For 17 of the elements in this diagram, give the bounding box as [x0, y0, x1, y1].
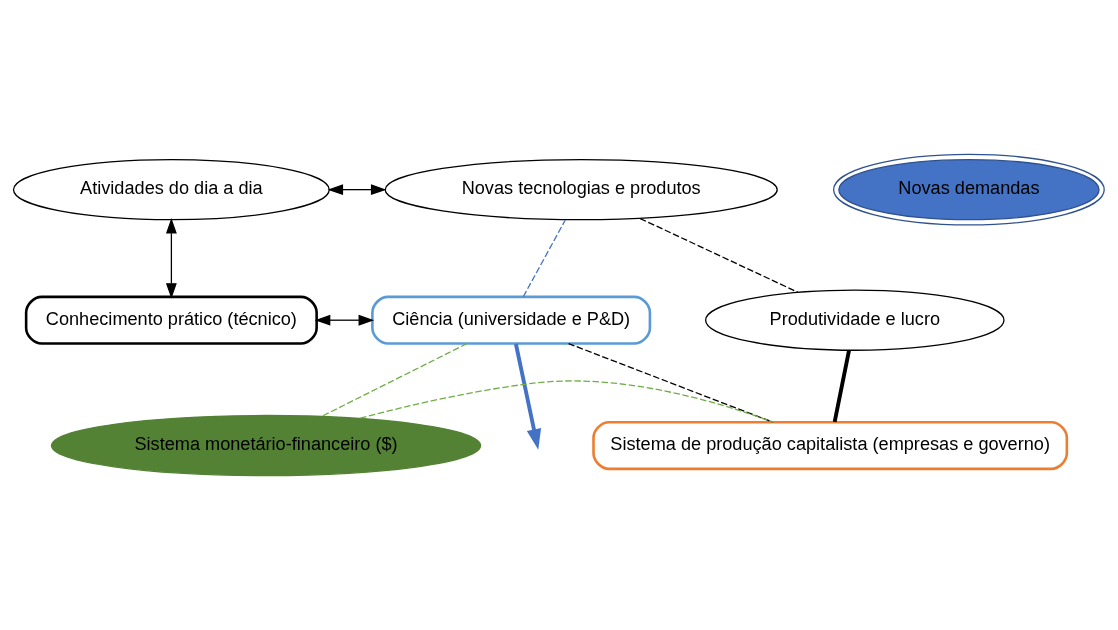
- connector: [359, 380, 774, 423]
- node-ellipse: Produtividade e lucro: [705, 289, 1005, 351]
- arrow: [514, 343, 542, 450]
- node-ellipse: Novas tecnologias e produtos: [384, 158, 778, 221]
- connector: [639, 217, 799, 293]
- node-ellipse: Sistema monetário-financeiro ($): [50, 414, 482, 477]
- arrow: [314, 314, 375, 326]
- node-box: Conhecimento prático (técnico): [24, 295, 318, 345]
- arrow: [327, 184, 387, 196]
- node-box: Ciência (universidade e P&D): [371, 295, 652, 345]
- connector: [321, 343, 468, 417]
- node-box: Sistema de produção capitalista (empresas e governo): [592, 420, 1069, 471]
- connector: [832, 350, 851, 423]
- connector: [522, 219, 566, 298]
- node-ellipse: Novas demandas: [833, 153, 1105, 226]
- node-ellipse: Atividades do dia a dia: [12, 158, 330, 221]
- arrow: [165, 218, 177, 299]
